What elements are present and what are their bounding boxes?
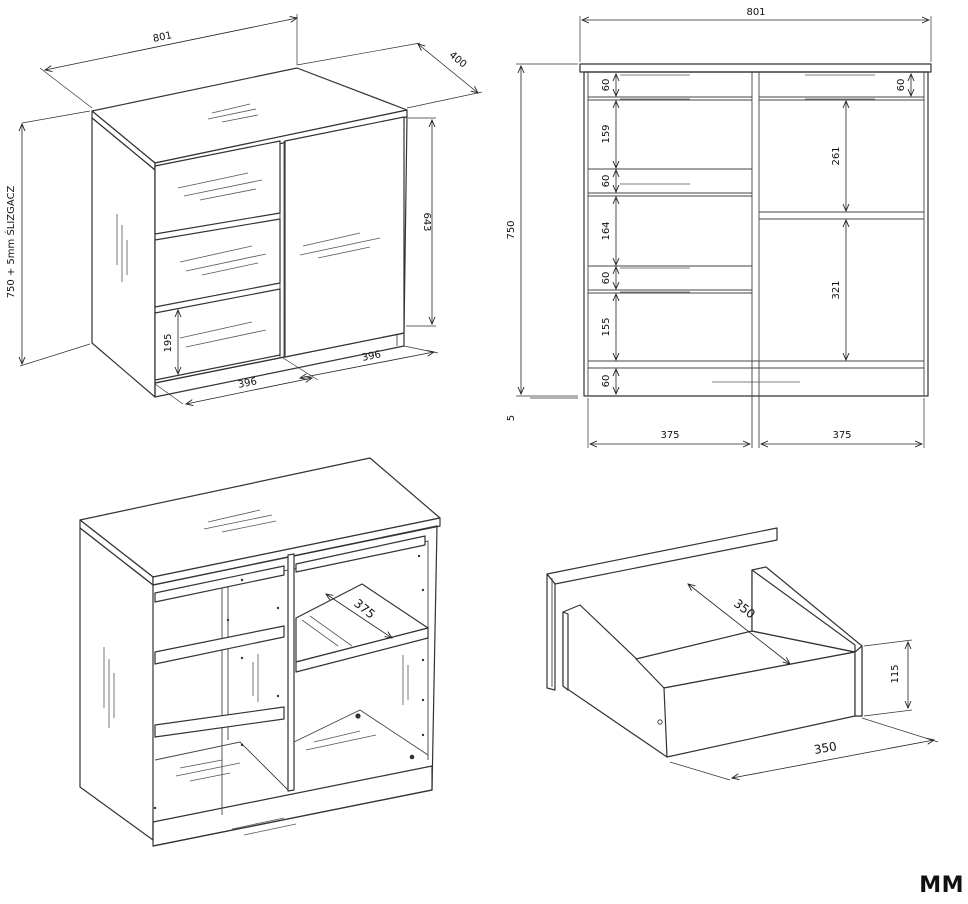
front-left-6: 155 <box>601 317 612 336</box>
iso-height-label: 750 + 5mm ŚLIZGACZ <box>4 185 17 298</box>
iso-depth-label: 400 <box>447 50 469 71</box>
iso-door-height-label: 643 <box>421 212 432 231</box>
front-bottom-left: 375 <box>660 430 679 441</box>
front-right-1: 60 <box>896 79 907 92</box>
front-height-label: 750 <box>506 220 517 239</box>
brand-logo: MM <box>919 873 964 898</box>
front-left-2: 159 <box>601 124 612 143</box>
front-left-4: 164 <box>601 221 612 240</box>
drawer-view: 350 115 350 <box>546 527 939 781</box>
front-left-1: 60 <box>601 79 612 92</box>
front-left-3: 60 <box>601 175 612 188</box>
drawer-width-label: 350 <box>813 739 838 757</box>
iso-half-left-label: 396 <box>237 376 258 390</box>
front-left-7: 60 <box>601 375 612 388</box>
drawer-height-label: 115 <box>890 664 901 683</box>
front-right-2: 261 <box>831 146 842 165</box>
front-right-3: 321 <box>831 280 842 299</box>
front-left-5: 60 <box>601 272 612 285</box>
iso-closed-view: 801 400 750 + 5mm ŚLIZGACZ 643 195 396 3… <box>4 14 483 404</box>
front-bottom-right: 375 <box>832 430 851 441</box>
front-glide-label: 5 <box>506 415 517 421</box>
iso-drawer-height-label: 195 <box>163 333 174 352</box>
iso-width-label: 801 <box>152 30 173 45</box>
iso-half-right-label: 396 <box>361 349 382 363</box>
front-elevation-view: 801 750 5 60 159 60 164 60 155 60 6 <box>506 7 932 448</box>
front-width-label: 801 <box>746 7 765 18</box>
iso-open-view: 375 <box>79 457 441 847</box>
